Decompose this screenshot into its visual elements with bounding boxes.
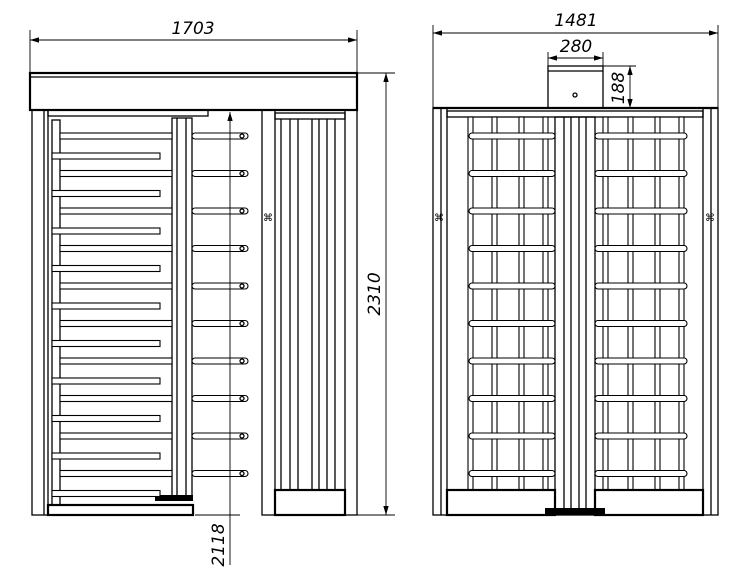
front-side-bar [51, 489, 161, 498]
gate-horizontal-arm-right [594, 469, 688, 478]
gate-horizontal-arm-left [468, 394, 556, 403]
dimension-front-height: 2310 [357, 72, 395, 516]
rotor-column [171, 117, 193, 501]
front-rotor-arm [191, 357, 249, 365]
gate-horizontal-arm-right [594, 319, 688, 328]
front-side-bar [51, 377, 161, 385]
front-mid-post [261, 109, 276, 516]
front-side-bar [51, 339, 161, 348]
gate-horizontal-arm-right [594, 132, 688, 140]
rotor-base-plate [155, 495, 193, 501]
gate-horizontal-arm-left [468, 169, 556, 178]
front-rear-arm [59, 132, 173, 140]
front-view: ⌘ [28, 71, 359, 517]
front-rotor-arm [191, 319, 249, 328]
front-rear-arm [59, 394, 173, 403]
arm-end-cap [239, 283, 245, 289]
dimension-box-height: 188 [603, 65, 636, 108]
front-side-bar [51, 414, 161, 423]
lock-symbol-right-icon: ⌘ [705, 213, 715, 224]
dimension-front-width: 1703 [29, 19, 358, 73]
front-rear-arm [59, 169, 173, 178]
dim-label-2310: 2310 [365, 272, 385, 315]
arm-end-cap [239, 358, 245, 364]
side-view: ⌘ ⌘ [432, 65, 719, 517]
gate-horizontal-arm-left [468, 469, 556, 478]
gate-horizontal-arm-left [468, 282, 556, 290]
front-rear-arm [59, 357, 173, 365]
lock-symbol-left-icon: ⌘ [434, 213, 444, 224]
front-panel-base [273, 488, 347, 517]
front-rear-arm [59, 207, 173, 215]
side-right-base [593, 488, 705, 517]
arm-end-cap [239, 395, 245, 402]
front-rotor-arm [191, 432, 249, 440]
top-control-box [547, 65, 604, 109]
dimension-box-width: 280 [547, 37, 604, 66]
front-side-bar [51, 152, 161, 160]
front-side-bar [51, 264, 161, 273]
gate-horizontal-arm-left [468, 207, 556, 215]
gate-horizontal-arm-right [594, 244, 688, 253]
front-left-frame [51, 119, 61, 506]
gate-horizontal-arm-right [594, 282, 688, 290]
gate-horizontal-arm-left [468, 357, 556, 365]
gate-horizontal-arm-right [594, 169, 688, 178]
front-side-bar [51, 302, 161, 310]
front-canopy [28, 71, 359, 112]
front-rear-arm [59, 319, 173, 328]
side-center-column [554, 116, 596, 516]
gate-horizontal-arm-right [594, 207, 688, 215]
front-side-bar [51, 189, 161, 198]
dim-label-1703: 1703 [171, 19, 214, 39]
front-rotor-arm [191, 132, 249, 140]
front-side-bar [51, 227, 161, 235]
gate-horizontal-arm-left [468, 244, 556, 253]
front-right-post [344, 109, 358, 516]
dimension-side-width: 1481 [432, 11, 719, 108]
dim-label-2118: 2118 [209, 523, 229, 566]
gate-horizontal-arm-left [468, 432, 556, 440]
arm-end-cap [239, 133, 245, 139]
gate-horizontal-arm-right [594, 432, 688, 440]
front-rotor-arm [191, 169, 249, 178]
arm-end-cap [239, 470, 245, 477]
gate-horizontal-arm-left [468, 132, 556, 140]
front-rotor-arm [191, 282, 249, 290]
side-left-base [445, 488, 557, 517]
front-rotor-arm [191, 469, 249, 478]
gate-horizontal-arm-left [468, 319, 556, 328]
front-rear-arm [59, 244, 173, 253]
dimension-arm-height: 2118 [195, 112, 240, 567]
front-rotor-arm [191, 207, 249, 215]
front-base [46, 503, 195, 517]
front-side-bar [51, 452, 161, 460]
front-rotor-arm [191, 244, 249, 253]
front-rear-arm [59, 432, 173, 440]
front-rear-arm [59, 469, 173, 478]
dim-label-280: 280 [560, 37, 592, 57]
arm-end-cap [239, 245, 245, 252]
dim-label-1481: 1481 [554, 11, 597, 31]
arm-end-cap [239, 433, 245, 439]
front-rear-arm [59, 282, 173, 290]
arm-end-cap [239, 320, 245, 327]
arm-end-cap [239, 170, 245, 177]
lock-symbol-icon: ⌘ [263, 213, 273, 224]
front-rotor-arm [191, 394, 249, 403]
front-left-post [31, 109, 49, 516]
gate-horizontal-arm-right [594, 357, 688, 365]
arm-end-cap [239, 208, 245, 214]
side-left-post [432, 107, 448, 516]
dim-label-188: 188 [609, 72, 629, 105]
front-top-beam [47, 109, 209, 117]
gate-horizontal-arm-right [594, 394, 688, 403]
